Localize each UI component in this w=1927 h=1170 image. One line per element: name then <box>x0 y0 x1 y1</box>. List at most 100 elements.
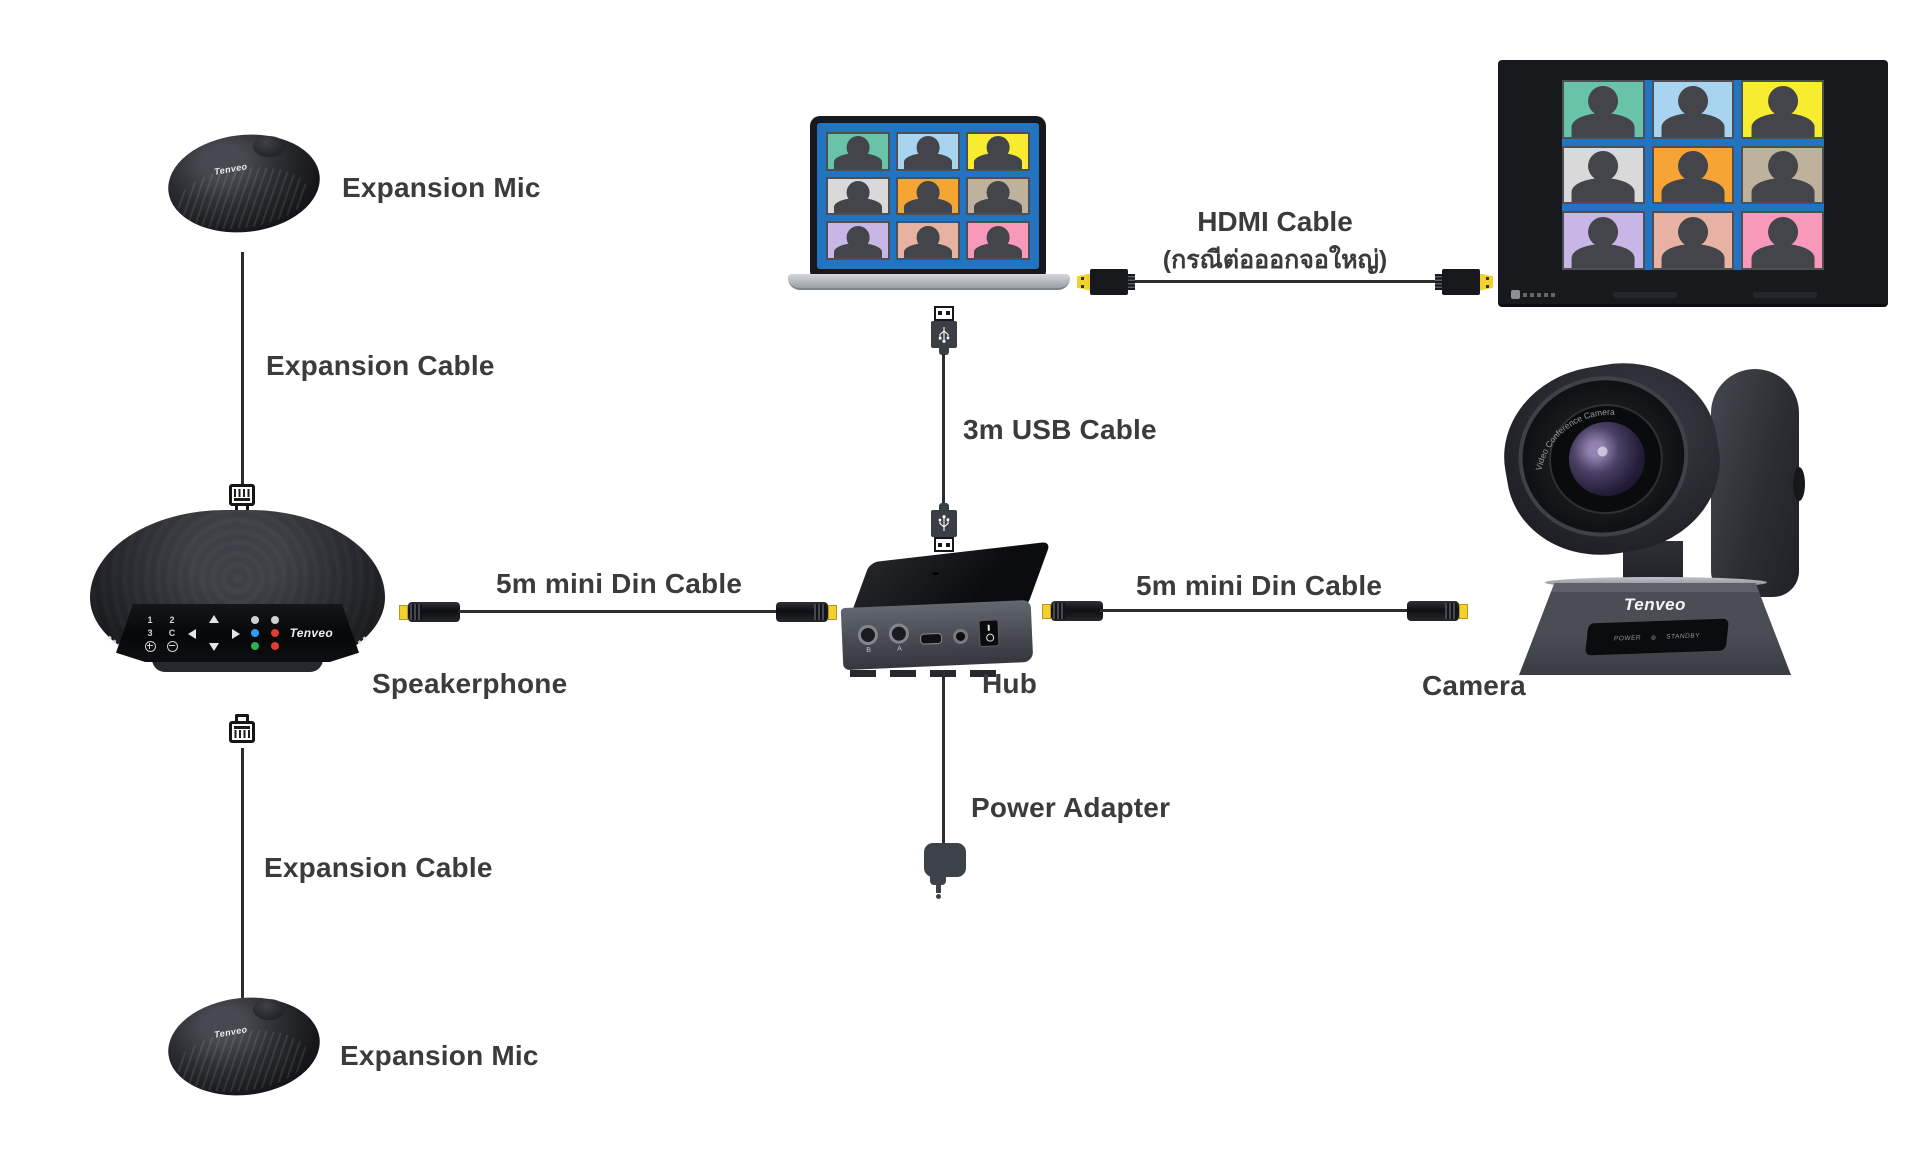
participant-tile <box>1651 211 1735 270</box>
participant-tile <box>826 176 890 216</box>
din-cable-left-line <box>458 610 792 613</box>
tv-display-device <box>1498 60 1888 307</box>
key-2: 2 <box>169 615 175 625</box>
camera-hinge <box>1793 467 1805 501</box>
expansion-mic-top-device: Tenveo <box>163 127 325 240</box>
person-silhouette-icon <box>898 223 958 258</box>
participant-tile <box>826 221 890 260</box>
hdmi-connector-icon <box>1077 269 1135 295</box>
call-end-icon <box>270 642 279 650</box>
dpad-icon <box>187 615 240 651</box>
usb-trident-icon <box>938 515 950 531</box>
dpad-up-icon <box>208 615 219 623</box>
rj-connector-up-icon <box>229 714 255 743</box>
laptop-screen <box>810 116 1046 276</box>
svg-text:Video Conference Camera: Video Conference Camera <box>1521 402 1627 474</box>
person-silhouette-icon <box>898 179 958 214</box>
din-port-a-label: A <box>897 645 903 653</box>
participant-tile <box>896 176 960 216</box>
camera-base-ring <box>1545 577 1767 588</box>
label-speakerphone: Speakerphone <box>372 668 568 699</box>
label-expansion-mic-bottom: Expansion Mic <box>340 1040 539 1071</box>
mini-din-connector-icon <box>399 602 460 622</box>
tv-control-buttons <box>1511 290 1555 299</box>
tv-logo-icon <box>1511 290 1520 299</box>
hdmi-cable-thai-text: (กรณีต่อออกจอใหญ่) <box>1162 246 1388 274</box>
power-cable-line <box>942 670 945 845</box>
usb-cable-line <box>942 354 945 504</box>
power-adapter-plug-icon <box>922 843 968 899</box>
zoom-in-icon <box>144 640 156 652</box>
hdmi-cable-text: HDMI Cable <box>1197 206 1353 237</box>
din-port-a: A <box>888 622 910 653</box>
ptz-camera-device: Video Conference Camera Tenveo POWER STA… <box>1490 347 1805 675</box>
hub-mic-hole <box>932 572 939 575</box>
power-indicator-label: POWER <box>1613 634 1642 642</box>
person-silhouette-icon <box>1743 148 1822 203</box>
label-expansion-mic-top: Expansion Mic <box>342 172 541 203</box>
key-1: 1 <box>147 615 153 625</box>
person-silhouette-icon <box>1743 82 1822 137</box>
call-answer-icon <box>250 642 259 650</box>
label-expansion-cable-top: Expansion Cable <box>266 350 495 381</box>
mic-dome <box>253 998 286 1020</box>
label-camera: Camera <box>1422 670 1526 701</box>
person-silhouette-icon <box>1654 148 1733 203</box>
usb-connector-icon <box>931 503 957 552</box>
key-3: 3 <box>147 628 153 638</box>
participant-tile <box>896 132 960 171</box>
label-din-cable-right: 5m mini Din Cable <box>1136 570 1383 601</box>
mic-dome <box>253 135 286 157</box>
number-keys: 1 2 3 C <box>142 614 180 653</box>
key-c: C <box>168 628 176 638</box>
indicator-dot-icon <box>1650 634 1657 640</box>
mic-mute-icon <box>270 629 279 637</box>
participant-tile <box>1562 145 1645 205</box>
zoom-out-icon <box>166 640 178 652</box>
person-silhouette-icon <box>898 134 958 169</box>
brand-logo: Tenveo <box>1624 595 1686 614</box>
expansion-mic-bottom-device: Tenveo <box>163 990 325 1103</box>
expansion-cable-bottom-line <box>241 748 244 998</box>
video-call-grid <box>1562 80 1824 270</box>
din-cable-right-line <box>1100 609 1410 612</box>
participant-tile <box>966 221 1030 260</box>
volume-down-icon <box>250 616 259 624</box>
person-silhouette-icon <box>828 134 888 169</box>
participant-tile <box>1562 211 1645 270</box>
tv-screen <box>1506 68 1880 282</box>
person-silhouette-icon <box>968 179 1028 214</box>
hub-front-panel: B A <box>840 599 1034 671</box>
camera-arm <box>1711 369 1799 597</box>
hdmi-connector-icon <box>1435 269 1493 295</box>
dpad-right-icon <box>231 629 240 639</box>
person-silhouette-icon <box>1743 213 1822 268</box>
mini-din-connector-icon <box>1407 601 1468 621</box>
lens-rim-text-content: Video Conference Camera <box>1521 402 1627 474</box>
person-silhouette-icon <box>968 134 1028 169</box>
speakerphone-control-panel: 1 2 3 C Tenveo <box>116 604 359 662</box>
participant-tile <box>1741 145 1824 205</box>
person-silhouette-icon <box>828 223 888 258</box>
participant-tile <box>1562 80 1645 139</box>
laptop-base <box>788 274 1070 290</box>
label-power-adapter: Power Adapter <box>971 792 1171 823</box>
speakerphone-device: 1 2 3 C Tenveo <box>90 510 385 672</box>
video-call-grid <box>817 123 1039 269</box>
speakerphone-base <box>152 659 323 672</box>
brand-logo: Tenveo <box>289 626 333 640</box>
usb-trident-icon <box>938 327 950 343</box>
usb-connector-icon <box>931 306 957 355</box>
label-hdmi-cable: HDMI Cable (กรณีต่อออกจอใหญ่) <box>1114 206 1436 280</box>
tv-speaker-grill <box>1613 292 1677 298</box>
power-switch <box>978 618 1000 647</box>
tv-speaker-grill <box>1753 292 1817 298</box>
hub-feet <box>850 670 1010 677</box>
participant-tile <box>896 221 960 260</box>
participant-tile <box>1741 211 1824 270</box>
expansion-cable-top-line <box>241 252 244 485</box>
person-silhouette-icon <box>1564 82 1643 137</box>
mini-din-connector-icon <box>776 602 837 622</box>
label-usb-cable: 3m USB Cable <box>963 414 1157 445</box>
